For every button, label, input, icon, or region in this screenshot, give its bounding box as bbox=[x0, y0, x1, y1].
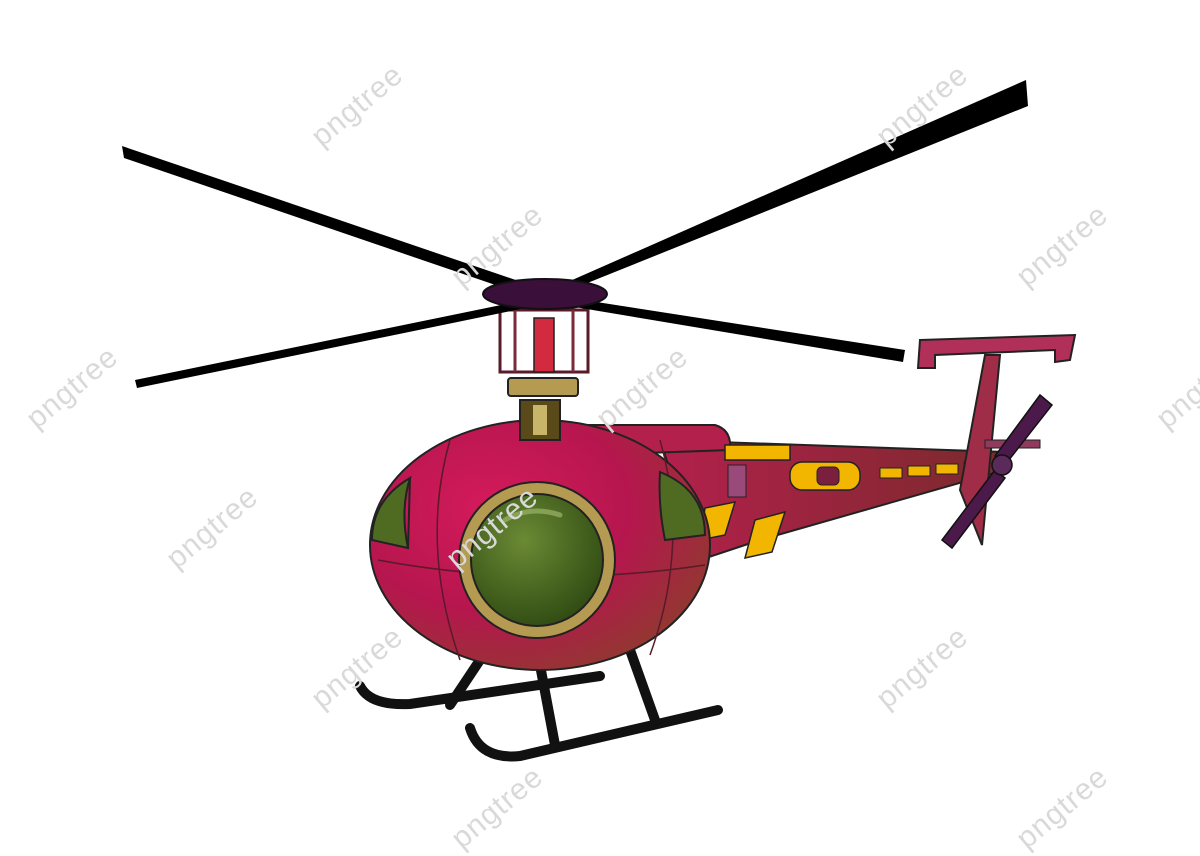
front-window bbox=[458, 481, 616, 639]
main-rotor bbox=[122, 80, 1028, 388]
tail-fin bbox=[916, 333, 1077, 546]
side-windows bbox=[370, 470, 707, 550]
landing-skids bbox=[355, 645, 723, 762]
tail-rotor bbox=[940, 393, 1054, 550]
tail-boom bbox=[658, 438, 1006, 562]
rotor-mast bbox=[498, 308, 590, 441]
